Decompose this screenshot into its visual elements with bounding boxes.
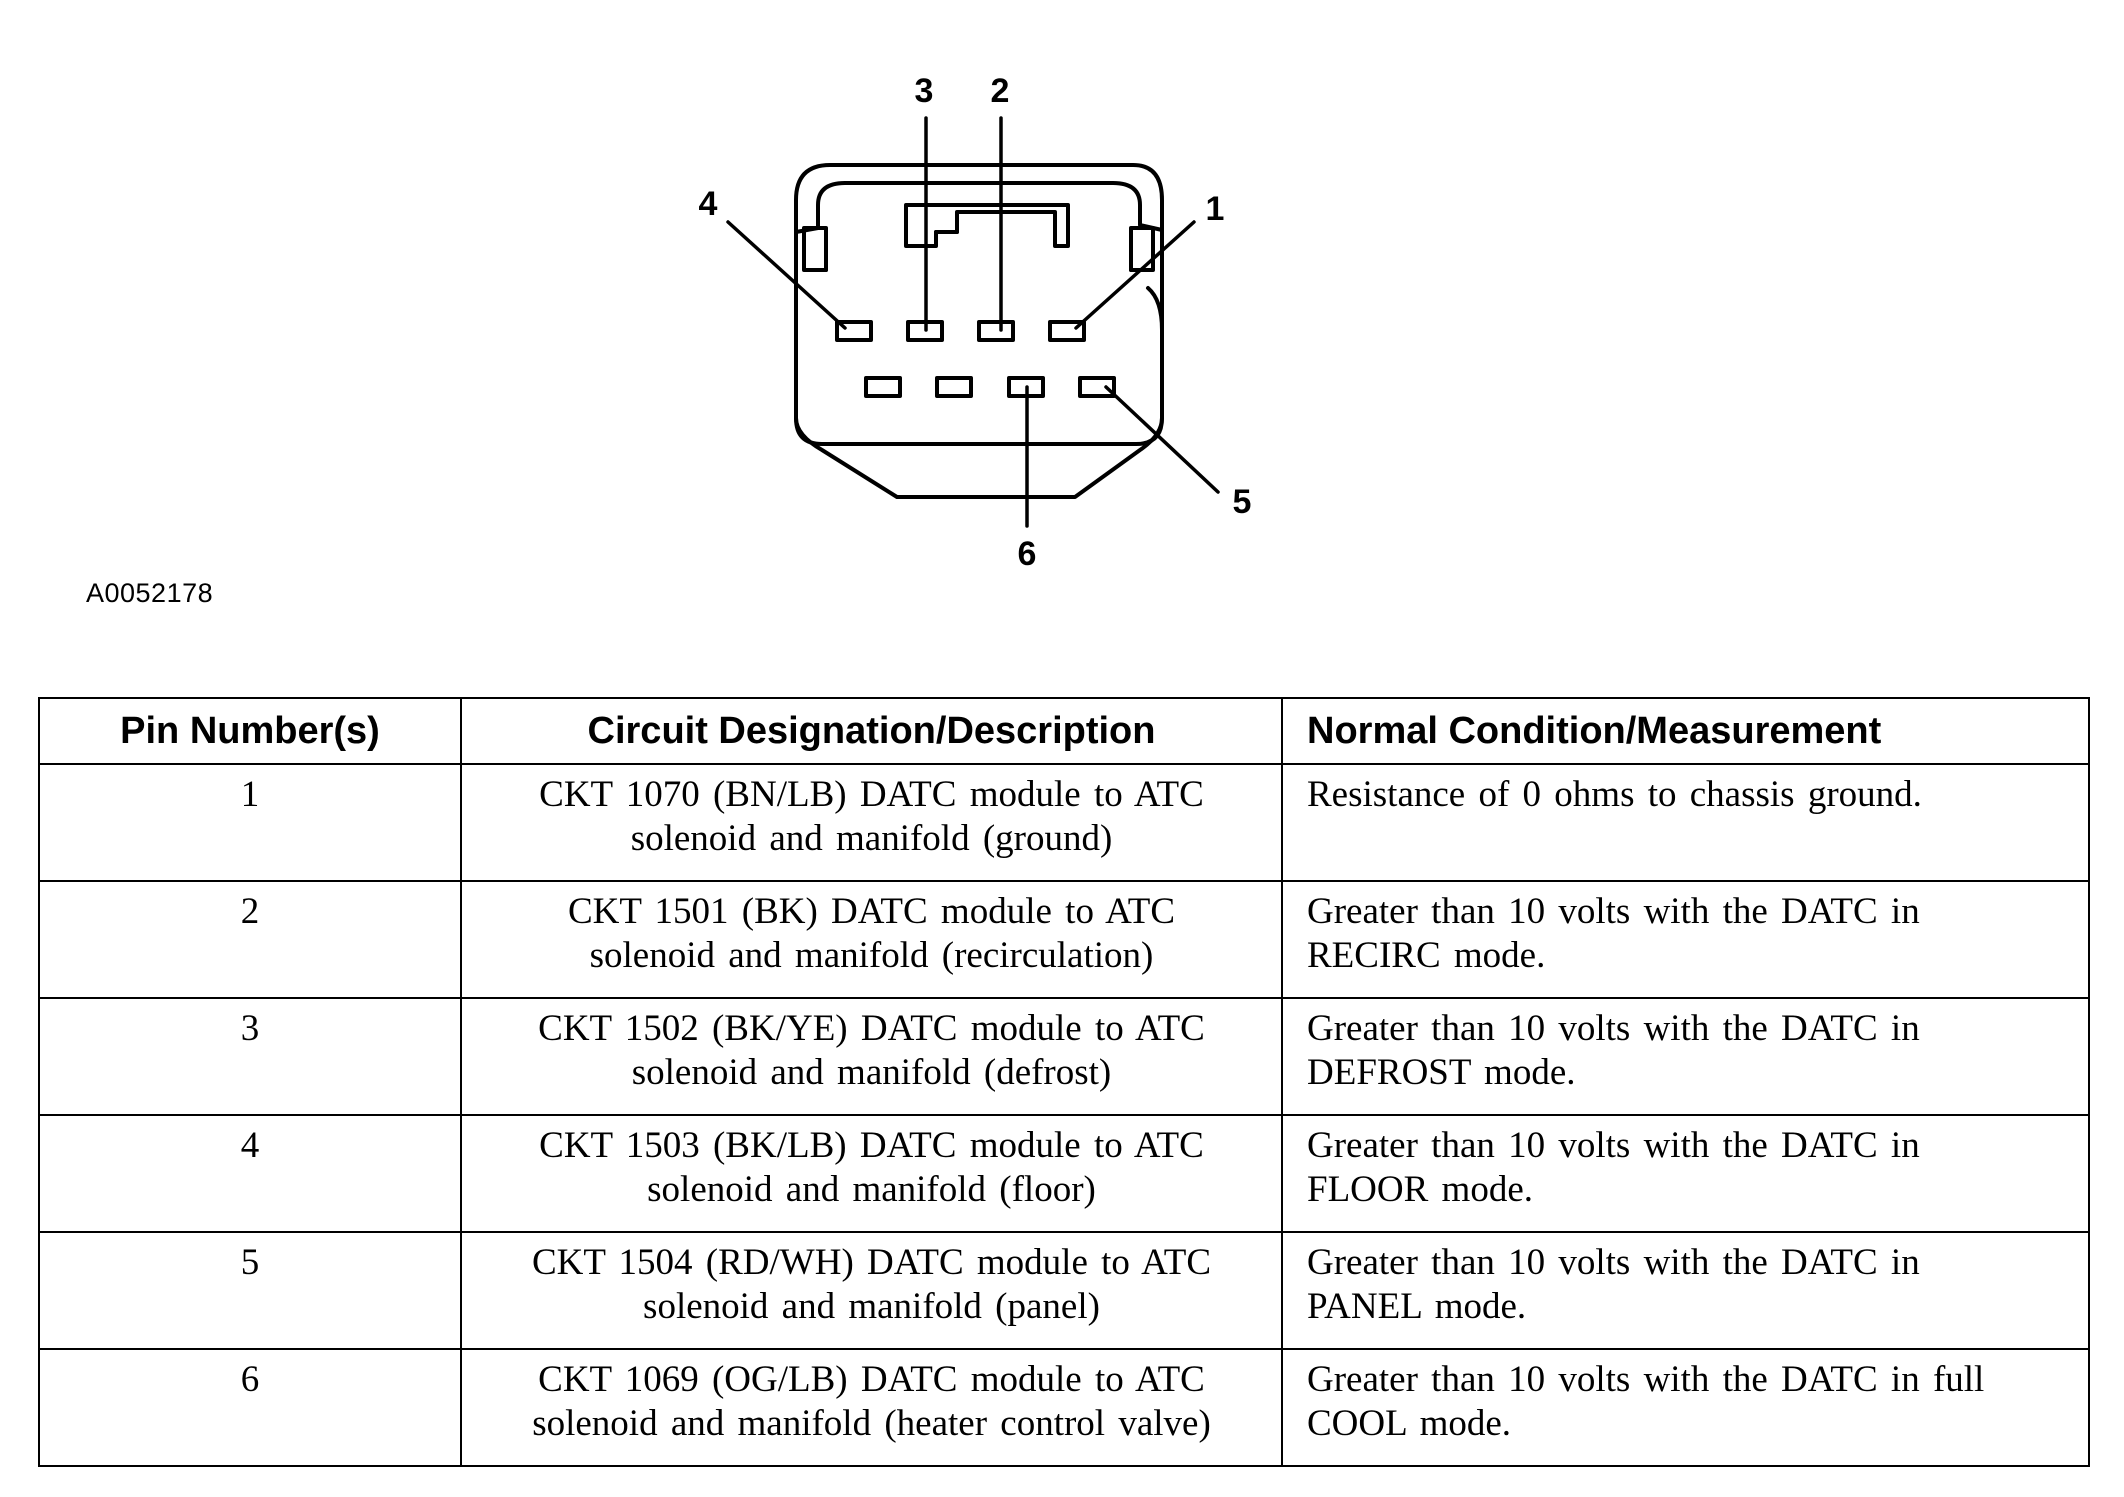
condition-cell: Resistance of 0 ohms to chassis ground.	[1281, 763, 2090, 882]
cavity-bottom-2	[935, 376, 973, 398]
circuit-line: CKT 1070 (BN/LB) DATC module to ATC	[539, 774, 1204, 815]
condition-line: COOL mode.	[1307, 1403, 1512, 1444]
condition-line: Greater than 10 volts with the DATC in f…	[1307, 1359, 1985, 1400]
figure-id: A0052178	[86, 578, 214, 608]
leader-lines	[726, 116, 1220, 528]
callout-pin-4: 4	[699, 185, 718, 223]
pinout-table: Pin Number(s) Circuit Designation/Descri…	[38, 697, 2090, 1467]
pin-cell: 6	[38, 1348, 462, 1467]
circuit-line: CKT 1502 (BK/YE) DATC module to ATC	[538, 1008, 1205, 1049]
callout-pin-5: 5	[1233, 483, 1252, 521]
callout-pin-3: 3	[915, 72, 934, 110]
pin-callout-labels: 3 2 4 1 5 6	[699, 72, 1252, 573]
circuit-line: CKT 1501 (BK) DATC module to ATC	[567, 891, 1176, 932]
cavity-pin-2	[977, 320, 1015, 342]
condition-line: Greater than 10 volts with the DATC in	[1307, 1125, 1920, 1166]
pin-cell: 1	[38, 763, 462, 882]
cavity-pin-1	[1048, 320, 1086, 342]
circuit-line: solenoid and manifold (ground)	[630, 818, 1113, 859]
circuit-line: CKT 1503 (BK/LB) DATC module to ATC	[539, 1125, 1204, 1166]
cavity-pin-5	[1078, 376, 1116, 398]
condition-line: PANEL mode.	[1307, 1286, 1527, 1327]
circuit-line: solenoid and manifold (recirculation)	[589, 935, 1154, 976]
circuit-line: solenoid and manifold (heater control va…	[532, 1403, 1211, 1444]
condition-cell: Greater than 10 volts with the DATC in f…	[1281, 1348, 2090, 1467]
circuit-line: solenoid and manifold (panel)	[643, 1286, 1100, 1327]
cavity-pin-4	[835, 320, 873, 342]
condition-line: RECIRC mode.	[1307, 935, 1546, 976]
condition-line: Greater than 10 volts with the DATC in	[1307, 1008, 1920, 1049]
condition-line: Resistance of 0 ohms to chassis ground.	[1307, 774, 1922, 815]
pin-cell: 5	[38, 1231, 462, 1350]
connector-diagram: 3 2 4 1 5 6	[699, 72, 1252, 573]
header-circuit: Circuit Designation/Description	[460, 697, 1283, 765]
circuit-line: CKT 1504 (RD/WH) DATC module to ATC	[531, 1242, 1212, 1283]
pin-cell: 3	[38, 997, 462, 1116]
pin-cell: 4	[38, 1114, 462, 1233]
header-pin-number: Pin Number(s)	[38, 697, 462, 765]
callout-pin-1: 1	[1206, 190, 1225, 228]
condition-line: FLOOR mode.	[1307, 1169, 1533, 1210]
circuit-line: CKT 1069 (OG/LB) DATC module to ATC	[538, 1359, 1205, 1400]
condition-line: Greater than 10 volts with the DATC in	[1307, 1242, 1920, 1283]
pin-cavities	[835, 320, 1116, 398]
condition-line: Greater than 10 volts with the DATC in	[1307, 891, 1920, 932]
circuit-line: solenoid and manifold (defrost)	[631, 1052, 1112, 1093]
header-condition: Normal Condition/Measurement	[1281, 697, 2090, 765]
callout-pin-2: 2	[991, 72, 1010, 110]
cavity-bottom-1	[864, 376, 902, 398]
table-header-row: Pin Number(s) Circuit Designation/Descri…	[38, 697, 2090, 765]
circuit-line: solenoid and manifold (floor)	[647, 1169, 1096, 1210]
callout-pin-6: 6	[1018, 535, 1037, 573]
pin-cell: 2	[38, 880, 462, 999]
condition-line: DEFROST mode.	[1307, 1052, 1576, 1093]
